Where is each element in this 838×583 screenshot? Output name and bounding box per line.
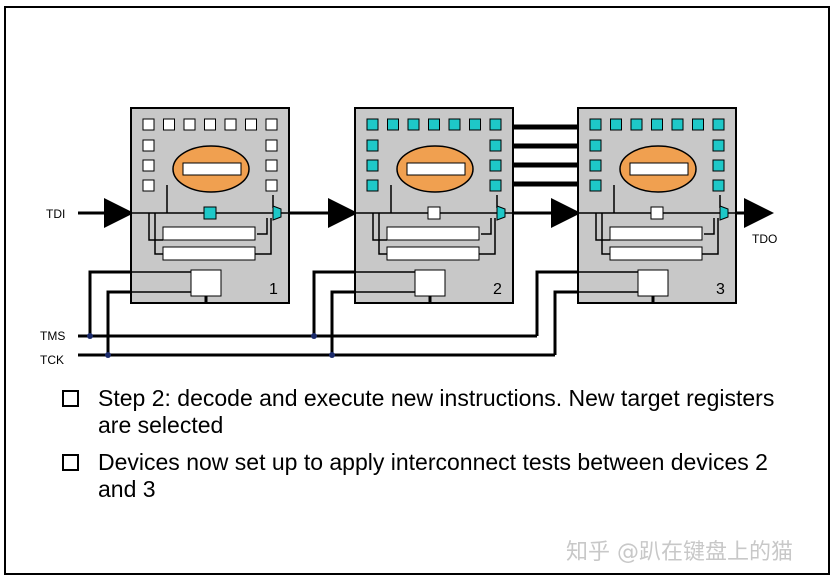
- boundary-cell: [589, 179, 602, 192]
- output-mux: [272, 205, 282, 221]
- device-number: 3: [716, 281, 725, 298]
- bullet-list: Step 2: decode and execute new instructi…: [62, 385, 782, 513]
- output-mux: [719, 205, 729, 221]
- bullet-item: Devices now set up to apply interconnect…: [62, 449, 782, 503]
- boundary-cell: [712, 118, 725, 131]
- bullet-text: Devices now set up to apply interconnect…: [98, 449, 768, 502]
- boundary-cell: [245, 118, 257, 131]
- bypass-cell: [427, 206, 441, 220]
- interconnect-lines: [514, 124, 578, 187]
- tms-label: TMS: [40, 329, 65, 343]
- boundary-cell: [589, 139, 602, 152]
- boundary-cell: [204, 118, 216, 131]
- boundary-cell: [265, 139, 278, 152]
- slide-frame: [4, 6, 830, 575]
- watermark: 知乎 @趴在键盘上的猫: [566, 540, 793, 565]
- device-number: 2: [493, 281, 502, 298]
- tap-controller: [414, 269, 446, 297]
- boundary-cell: [387, 118, 399, 131]
- boundary-cell: [469, 118, 481, 131]
- device-1: 1: [130, 107, 290, 304]
- boundary-cell: [489, 159, 502, 172]
- boundary-cell: [366, 139, 379, 152]
- data-register: [162, 226, 256, 241]
- boundary-cell: [489, 139, 502, 152]
- data-register: [386, 246, 480, 261]
- boundary-cell: [265, 118, 278, 131]
- boundary-cell: [265, 159, 278, 172]
- boundary-cell: [489, 118, 502, 131]
- boundary-cell: [712, 179, 725, 192]
- checkbox-bullet-icon: [62, 454, 79, 471]
- data-register: [609, 226, 703, 241]
- boundary-cell: [366, 118, 379, 131]
- tck-label: TCK: [40, 353, 64, 367]
- boundary-cell: [428, 118, 440, 131]
- boundary-cell: [610, 118, 622, 131]
- device-number: 1: [269, 281, 278, 298]
- instruction-register: [629, 162, 689, 176]
- boundary-cell: [712, 139, 725, 152]
- data-register: [162, 246, 256, 261]
- boundary-cell: [448, 118, 461, 131]
- boundary-cell: [630, 118, 643, 131]
- boundary-cell: [224, 118, 237, 131]
- bypass-cell: [650, 206, 664, 220]
- boundary-cell: [366, 179, 379, 192]
- output-mux: [496, 205, 506, 221]
- tms-tck-bus: [78, 270, 577, 357]
- boundary-cell: [142, 179, 155, 192]
- boundary-cell: [692, 118, 704, 131]
- boundary-cell: [142, 118, 155, 131]
- devices: 1 2 3: [130, 107, 737, 304]
- device-2: 2: [354, 107, 514, 304]
- instruction-register: [406, 162, 466, 176]
- bypass-cell: [203, 206, 217, 220]
- device-3: 3: [577, 107, 737, 304]
- checkbox-bullet-icon: [62, 390, 79, 407]
- boundary-cell: [407, 118, 420, 131]
- boundary-cell: [142, 159, 155, 172]
- tdo-label: TDO: [752, 232, 777, 246]
- boundary-cell: [163, 118, 175, 131]
- tap-controller: [637, 269, 669, 297]
- data-register: [386, 226, 480, 241]
- bullet-text: Step 2: decode and execute new instructi…: [98, 385, 775, 438]
- tap-controller: [190, 269, 222, 297]
- boundary-cell: [142, 139, 155, 152]
- boundary-cell: [183, 118, 196, 131]
- boundary-cell: [671, 118, 684, 131]
- boundary-cell: [265, 179, 278, 192]
- bullet-item: Step 2: decode and execute new instructi…: [62, 385, 782, 439]
- instruction-register: [182, 162, 242, 176]
- boundary-cell: [712, 159, 725, 172]
- boundary-cell: [366, 159, 379, 172]
- boundary-cell: [489, 179, 502, 192]
- data-register: [609, 246, 703, 261]
- boundary-cell: [589, 159, 602, 172]
- boundary-cell: [589, 118, 602, 131]
- boundary-cell: [651, 118, 663, 131]
- tdi-label: TDI: [46, 207, 65, 221]
